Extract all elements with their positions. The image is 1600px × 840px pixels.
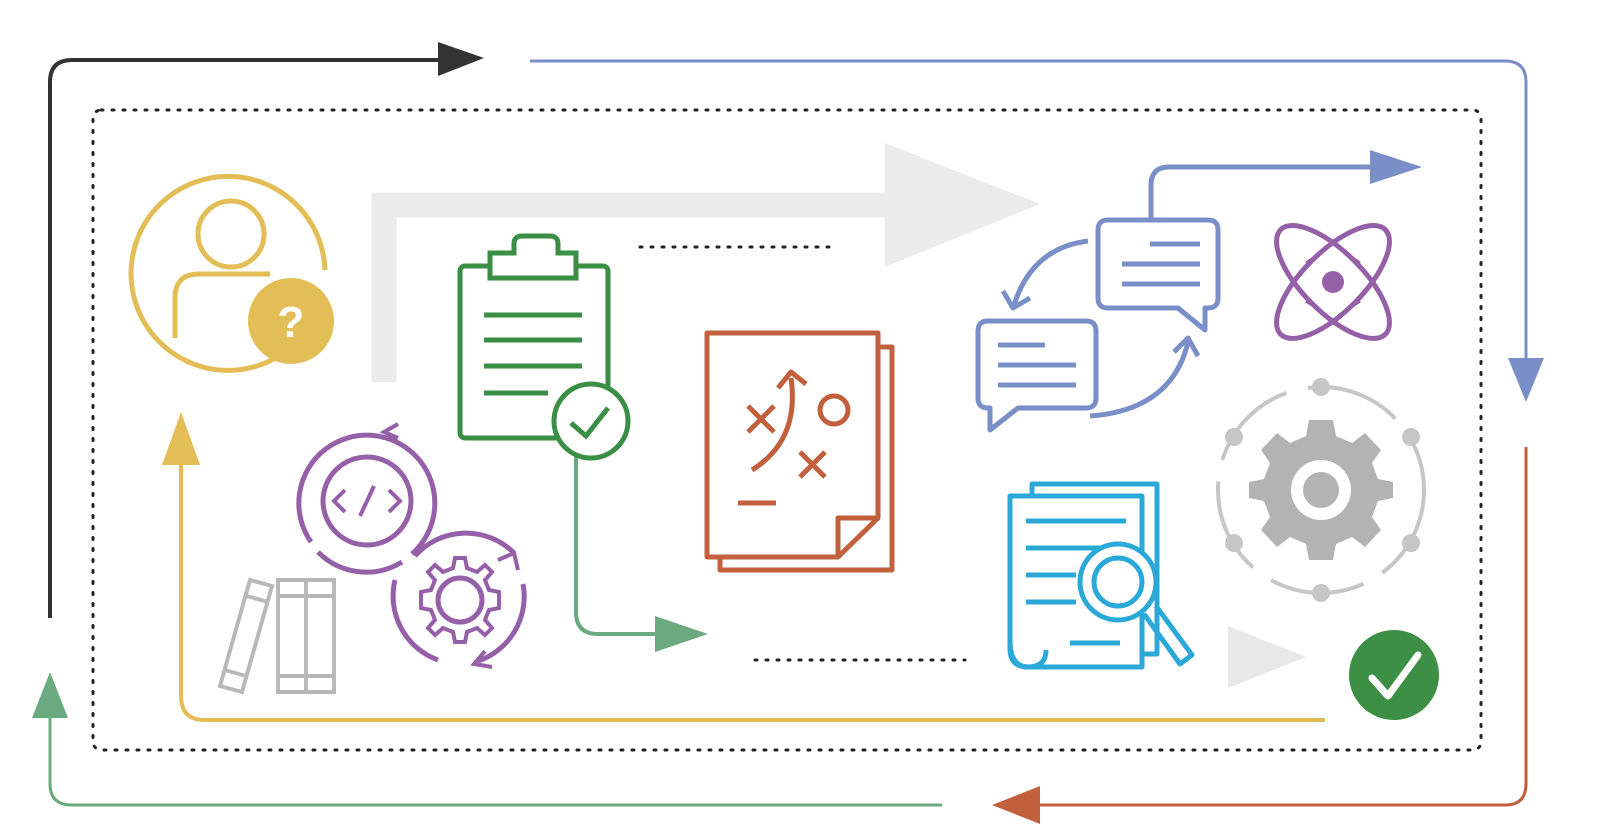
question-mark: ?	[278, 298, 305, 347]
outer-arrow-dark	[48, 42, 484, 618]
dotted-frame	[91, 108, 1483, 752]
books-icon	[217, 577, 336, 695]
outer-arrow-green	[32, 672, 942, 807]
light-arrowhead	[1228, 626, 1306, 688]
clipboard-check-icon	[457, 233, 631, 461]
document-search-icon	[1007, 481, 1195, 670]
chat-exit-arrowhead	[1370, 150, 1422, 184]
chat-exchange-icon	[975, 164, 1380, 433]
atom-icon	[1274, 223, 1392, 341]
strategy-plan-icon	[704, 330, 895, 573]
yellow-return-arrow	[162, 412, 1325, 722]
user-question-icon	[128, 173, 334, 373]
outer-arrow-blue	[530, 59, 1544, 402]
green-flow-arrow	[574, 456, 708, 652]
code-cycle-icon	[296, 422, 438, 575]
gear-network-icon	[1216, 378, 1426, 602]
big-light-arrow	[371, 143, 1040, 382]
gear-cycle-icon	[390, 530, 527, 669]
checkmark-badge-icon	[1349, 630, 1439, 720]
outer-arrow-rust	[992, 447, 1528, 824]
